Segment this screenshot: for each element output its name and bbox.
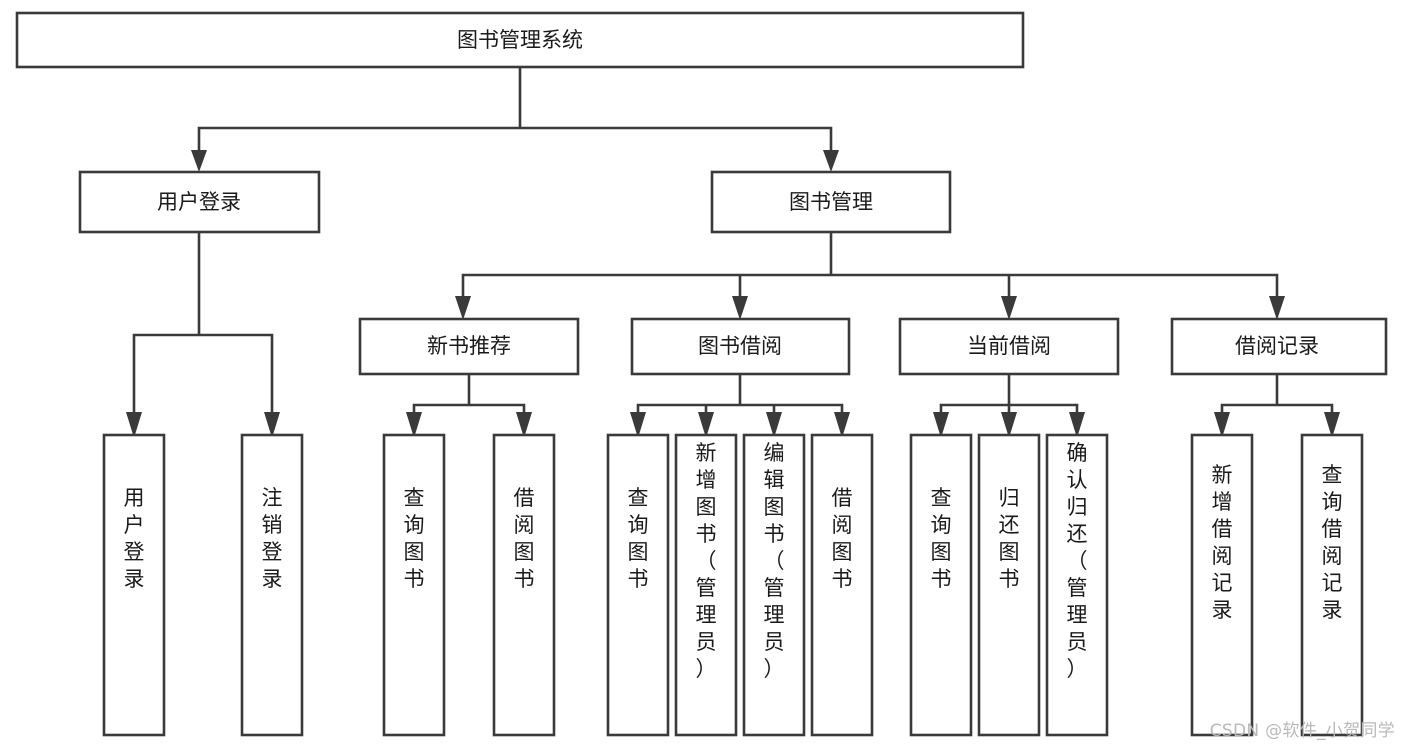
arrow-head-icon xyxy=(1069,412,1085,438)
node-box-root[interactable] xyxy=(15,11,1025,69)
node-box-leaf[interactable] xyxy=(606,433,670,737)
node-user-login[interactable]: 用户登录 xyxy=(78,170,321,234)
arrow-head-icon xyxy=(1324,412,1340,438)
node-leaf-new-book-1[interactable]: 查询图书 xyxy=(382,433,446,737)
node-box-leaf[interactable] xyxy=(382,433,446,737)
node-leaf-current-borrow-3[interactable]: 确认归还（管理员） xyxy=(1045,433,1109,737)
arrow-head-icon xyxy=(1269,296,1285,320)
node-leaf-current-borrow-1[interactable]: 查询图书 xyxy=(909,433,973,737)
arrow-head-icon xyxy=(823,150,839,172)
node-box-leaf[interactable] xyxy=(1300,433,1364,737)
connector-bookborrow-to-leaves xyxy=(636,372,844,420)
node-root-system[interactable]: 图书管理系统 xyxy=(15,11,1025,69)
node-label-leaf: 注销登录 xyxy=(262,486,283,591)
node-box-leaf[interactable] xyxy=(1190,433,1254,737)
node-borrow-records[interactable]: 借阅记录 xyxy=(1170,317,1388,376)
connector-group-root xyxy=(191,65,839,172)
connector-group-current-borrow xyxy=(933,372,1085,438)
connector-group-borrow-records xyxy=(1214,372,1340,438)
node-box-leaf[interactable] xyxy=(977,433,1041,737)
node-leaf-book-borrow-1[interactable]: 查询图书 xyxy=(606,433,670,737)
node-current-borrow[interactable]: 当前借阅 xyxy=(898,317,1120,376)
node-leaf-user-login-1[interactable]: 用户登录 xyxy=(102,433,166,737)
node-box-new-book-recommend[interactable] xyxy=(358,317,580,376)
arrow-head-icon xyxy=(516,412,532,438)
node-leaf-current-borrow-2[interactable]: 归还图书 xyxy=(977,433,1041,737)
arrow-head-icon xyxy=(933,412,949,438)
connector-currentborrow-to-leaves xyxy=(939,372,1079,420)
node-label-current-borrow: 当前借阅 xyxy=(967,334,1051,358)
connector-borrowrecords-to-leaves xyxy=(1220,372,1334,420)
arrow-head-icon xyxy=(766,412,782,438)
node-box-leaf[interactable] xyxy=(909,433,973,737)
node-leaf-book-borrow-3[interactable]: 编辑图书（管理员） xyxy=(742,433,806,737)
node-label-user-login: 用户登录 xyxy=(157,190,241,214)
connector-root-to-level1 xyxy=(197,65,833,160)
node-label-book-borrow: 图书借阅 xyxy=(698,334,782,358)
arrow-head-icon xyxy=(732,296,748,320)
arrow-head-icon xyxy=(455,296,471,320)
connector-group-book-manage xyxy=(455,230,1285,320)
connector-userlogin-to-leaves xyxy=(132,230,274,420)
connector-group-book-borrow xyxy=(630,372,850,438)
node-book-manage[interactable]: 图书管理 xyxy=(710,170,952,234)
arrow-head-icon xyxy=(1001,412,1017,438)
connector-newbook-to-leaves xyxy=(412,372,526,420)
node-box-book-borrow[interactable] xyxy=(630,317,851,376)
node-label-leaf: 查询图书 xyxy=(628,486,649,591)
node-box-leaf[interactable] xyxy=(674,433,738,737)
arrow-head-icon xyxy=(698,412,714,438)
arrow-head-icon xyxy=(191,150,207,172)
node-label-root: 图书管理系统 xyxy=(457,28,583,52)
arrow-head-icon xyxy=(630,412,646,438)
node-box-leaf[interactable] xyxy=(492,433,556,737)
node-leaf-book-borrow-4[interactable]: 借阅图书 xyxy=(810,433,874,737)
node-label-leaf: 借阅图书 xyxy=(514,486,535,591)
node-label-leaf: 借阅图书 xyxy=(832,486,853,591)
node-book-borrow[interactable]: 图书借阅 xyxy=(630,317,851,376)
node-box-borrow-records[interactable] xyxy=(1170,317,1388,376)
connector-bookmanage-to-level2 xyxy=(461,230,1279,304)
node-box-leaf[interactable] xyxy=(1045,433,1109,737)
node-label-leaf: 查询图书 xyxy=(404,486,425,591)
node-label-borrow-records: 借阅记录 xyxy=(1235,334,1319,358)
node-label-leaf: 查询图书 xyxy=(931,486,952,591)
arrow-head-icon xyxy=(1001,296,1017,320)
node-label-leaf: 确认归还（管理员） xyxy=(1067,441,1088,681)
node-box-leaf[interactable] xyxy=(102,433,166,737)
node-label-book-manage: 图书管理 xyxy=(789,190,873,214)
node-leaf-new-book-2[interactable]: 借阅图书 xyxy=(492,433,556,737)
node-box-leaf[interactable] xyxy=(810,433,874,737)
node-leaf-borrow-records-1[interactable]: 新增借阅记录 xyxy=(1190,433,1254,737)
node-box-leaf[interactable] xyxy=(240,433,304,737)
node-leaf-user-login-2[interactable]: 注销登录 xyxy=(240,433,304,737)
node-label-leaf: 归还图书 xyxy=(999,486,1020,591)
arrow-head-icon xyxy=(834,412,850,438)
node-label-leaf: 新增图书（管理员） xyxy=(696,441,717,681)
node-label-leaf: 编辑图书（管理员） xyxy=(764,441,785,681)
node-leaf-borrow-records-2[interactable]: 查询借阅记录 xyxy=(1300,433,1364,737)
node-box-leaf[interactable] xyxy=(742,433,806,737)
node-label-leaf: 新增借阅记录 xyxy=(1212,463,1233,622)
arrow-head-icon xyxy=(406,412,422,438)
node-label-leaf: 查询借阅记录 xyxy=(1322,463,1343,622)
connector-group-new-book xyxy=(406,372,532,438)
arrow-head-icon xyxy=(264,412,280,438)
node-box-user-login[interactable] xyxy=(78,170,321,234)
connector-group-user-login xyxy=(126,230,280,438)
node-box-book-manage[interactable] xyxy=(710,170,952,234)
node-box-current-borrow[interactable] xyxy=(898,317,1120,376)
arrow-head-icon xyxy=(1214,412,1230,438)
arrow-head-icon xyxy=(126,412,142,438)
node-label-leaf: 用户登录 xyxy=(124,486,145,591)
node-leaf-book-borrow-2[interactable]: 新增图书（管理员） xyxy=(674,433,738,737)
node-label-new-book-recommend: 新书推荐 xyxy=(427,334,511,358)
node-new-book-recommend[interactable]: 新书推荐 xyxy=(358,317,580,376)
